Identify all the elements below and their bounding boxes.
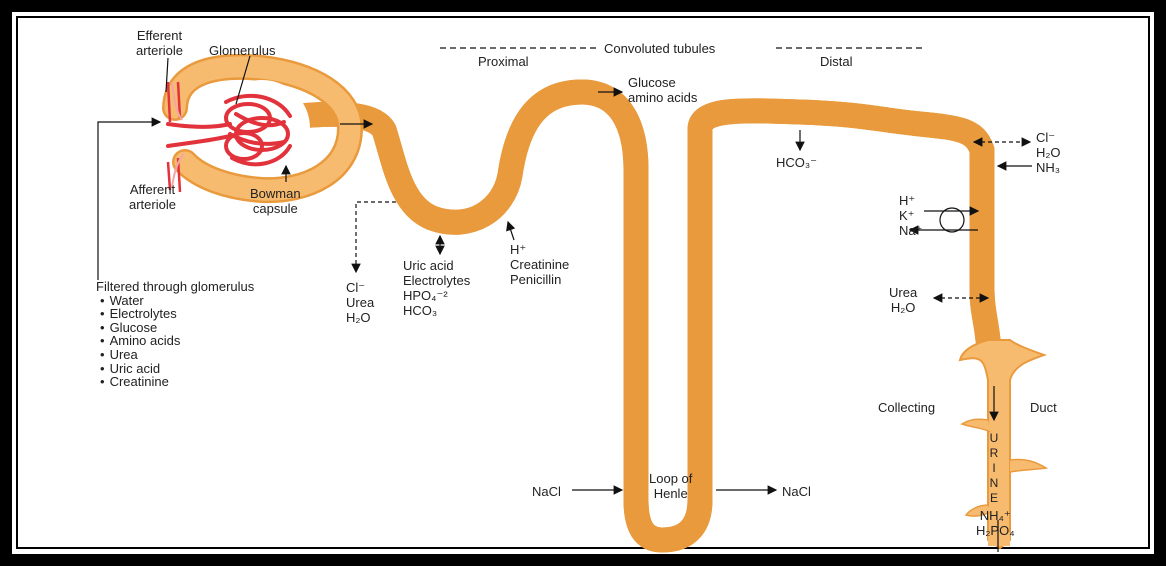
hco3-distal-label: HCO₃⁻ (776, 155, 817, 170)
filtered-list: Filtered through glomerulus Water Electr… (96, 280, 254, 389)
filtered-item: Electrolytes (96, 307, 254, 321)
nacl-right-label: NaCl (782, 484, 811, 499)
filtered-item: Uric acid (96, 362, 254, 376)
h-k-na-label: H⁺K⁺Na⁺ (899, 193, 922, 238)
filtered-item: Amino acids (96, 334, 254, 348)
distal-label: Distal (820, 54, 853, 69)
proximal-label: Proximal (478, 54, 529, 69)
duct-label: Duct (1030, 400, 1057, 415)
reabsorb-cl-urea-arrow (356, 202, 396, 272)
convoluted-tubules-label: Convoluted tubules (604, 41, 715, 56)
filtered-item: Water (96, 294, 254, 308)
filtered-item: Urea (96, 348, 254, 362)
nh4-h2po4-label: NH₄⁺H₂PO₄ (976, 508, 1015, 538)
glomerulus-label: Glomerulus (209, 43, 275, 58)
filtered-title: Filtered through glomerulus (96, 280, 254, 294)
nacl-left-label: NaCl (532, 484, 561, 499)
h-secretion-arrow (508, 222, 514, 240)
filtered-item: Creatinine (96, 375, 254, 389)
filtered-item: Glucose (96, 321, 254, 335)
collecting-label: Collecting (878, 400, 935, 415)
